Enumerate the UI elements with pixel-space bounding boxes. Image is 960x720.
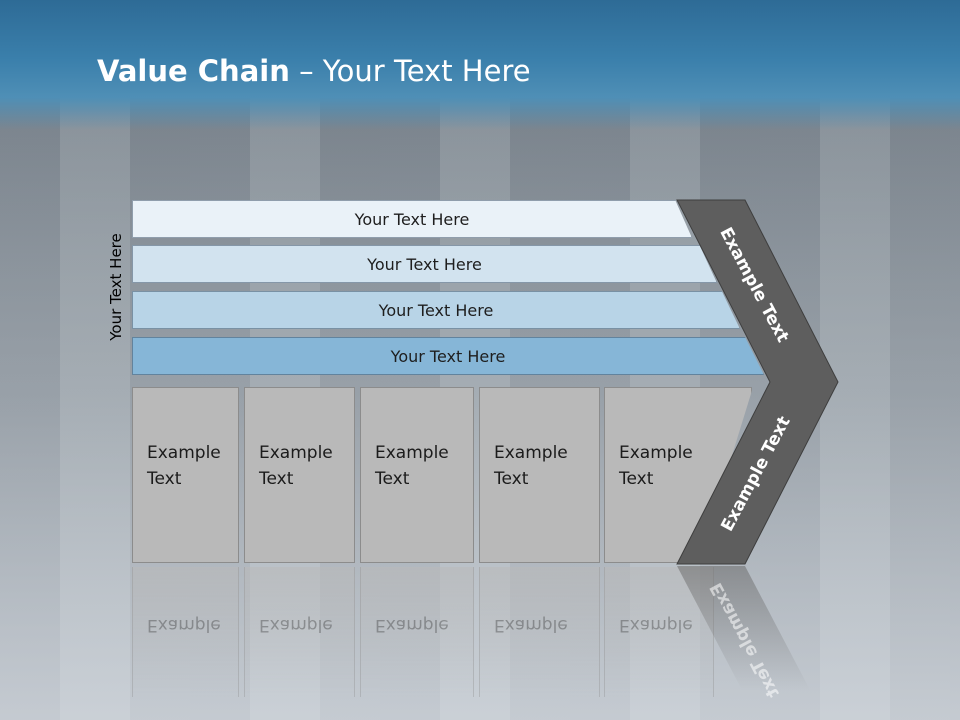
slide-title-rest: – Your Text Here xyxy=(289,54,531,88)
card-3-line1: Example xyxy=(375,443,449,463)
card-4-line1: Example xyxy=(494,443,568,463)
card-reflection-3: Example xyxy=(360,567,474,697)
slide-title-bold: Value Chain xyxy=(97,54,290,88)
card-1-line1: Example xyxy=(147,443,221,463)
band-1[interactable]: Your Text Here xyxy=(132,200,692,238)
card-reflection-2: Example xyxy=(244,567,355,697)
activity-card-2[interactable]: Example Text xyxy=(244,387,355,563)
band-3-label: Your Text Here xyxy=(378,300,494,320)
band-2-label: Your Text Here xyxy=(367,254,482,274)
activity-card-4[interactable]: Example Text xyxy=(479,387,600,563)
card-2-line2: Text xyxy=(259,469,294,489)
band-2[interactable]: Your Text Here xyxy=(132,245,717,283)
band-4[interactable]: Your Text Here xyxy=(132,337,764,375)
slide-title: Value Chain – Your Text Here xyxy=(97,54,531,88)
card-4-line2: Text xyxy=(494,469,529,489)
activity-card-1[interactable]: Example Text xyxy=(132,387,239,563)
card-reflection-4: Example xyxy=(479,567,600,697)
chevron-shape xyxy=(676,199,839,565)
card-5-line1: Example xyxy=(619,443,693,463)
card-reflection-1: Example xyxy=(132,567,239,697)
activity-card-3[interactable]: Example Text xyxy=(360,387,474,563)
title-bar xyxy=(0,0,960,130)
band-4-label: Your Text Here xyxy=(390,346,506,366)
card-3-line2: Text xyxy=(375,469,410,489)
band-1-label: Your Text Here xyxy=(354,209,470,229)
band-3[interactable]: Your Text Here xyxy=(132,291,740,329)
chevron-reflection xyxy=(677,566,810,690)
card-5-line2: Text xyxy=(619,469,654,489)
card-2-line1: Example xyxy=(259,443,333,463)
card-1-line2: Text xyxy=(147,469,182,489)
